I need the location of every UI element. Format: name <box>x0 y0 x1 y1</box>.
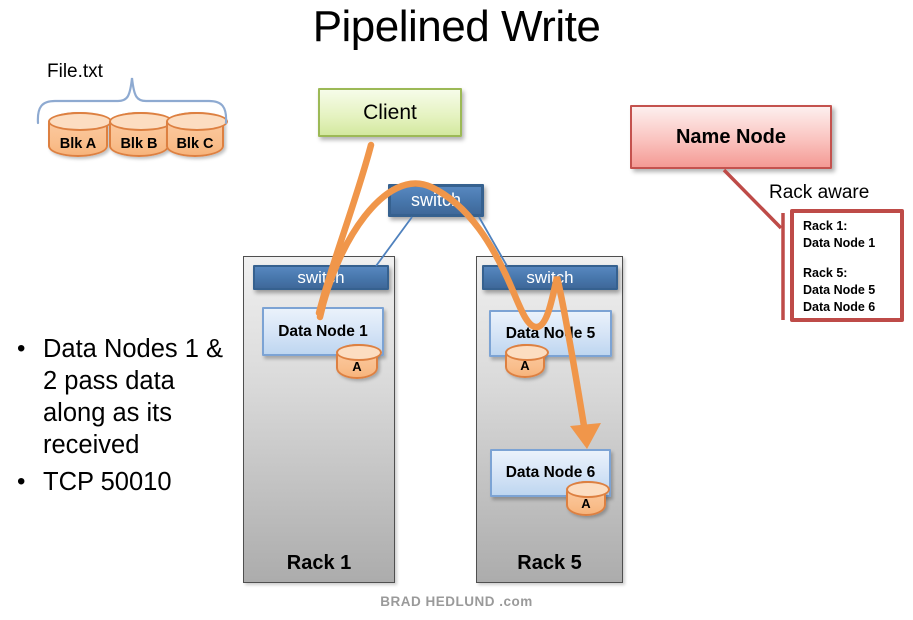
data-node-6-block-cylinder: A <box>566 481 610 516</box>
rack-aware-spacer <box>803 252 896 265</box>
block-c-label: Blk C <box>176 135 214 152</box>
client-label: Client <box>363 100 417 124</box>
rack-aware-line: Data Node 5 <box>803 283 876 297</box>
block-a-label: Blk A <box>59 135 97 152</box>
footer-credit: BRAD HEDLUND .com <box>380 594 533 609</box>
data-node-5-block-cylinder: A <box>505 344 549 378</box>
note-item-pipeline: Data Nodes 1 & 2 pass data along as its … <box>14 333 228 461</box>
rack-5-container: Rack 5 <box>476 256 623 583</box>
file-name-label: File.txt <box>47 61 103 82</box>
data-node-6-block-label: A <box>581 496 591 511</box>
block-a-cylinder: Blk A <box>48 112 112 157</box>
rack-1-switch-label: switch <box>297 267 345 287</box>
notes-list: Data Nodes 1 & 2 pass data along as its … <box>14 333 228 503</box>
rack-1-container: Rack 1 <box>243 256 395 583</box>
block-b-label: Blk B <box>120 135 158 152</box>
rack-1-switch: switch <box>253 265 389 290</box>
note-item-tcp-port: TCP 50010 <box>14 466 228 498</box>
rack-aware-label: Rack aware <box>769 182 870 203</box>
client-box: Client <box>318 88 462 137</box>
data-node-6-label: Data Node 6 <box>505 464 596 481</box>
name-node-box: Name Node <box>630 105 832 169</box>
rack-aware-line: Rack 1: <box>803 219 848 233</box>
rack-5-switch-label: switch <box>526 267 574 287</box>
rack-aware-line: Data Node 1 <box>803 236 876 250</box>
rack-aware-box: Rack 1: Data Node 1 Rack 5: Data Node 5 … <box>790 209 904 322</box>
rack-aware-line: Rack 5: <box>803 266 848 280</box>
core-switch-label: switch <box>410 190 461 210</box>
data-node-1-label: Data Node 1 <box>278 322 368 340</box>
name-node-label: Name Node <box>675 125 787 148</box>
core-switch: switch <box>388 184 484 217</box>
page-title: Pipelined Write <box>312 2 601 51</box>
data-node-1-block-cylinder: A <box>336 344 382 379</box>
data-node-1-block-label: A <box>352 359 362 374</box>
rack-5-label: Rack 5 <box>517 552 582 574</box>
block-b-cylinder: Blk B <box>109 112 173 157</box>
rack-5-switch: switch <box>482 265 618 290</box>
block-c-cylinder: Blk C <box>166 112 228 157</box>
rack-1-label: Rack 1 <box>286 552 352 574</box>
data-node-5-label: Data Node 5 <box>505 324 596 342</box>
data-node-5-block-label: A <box>520 358 530 373</box>
rack-aware-line: Data Node 6 <box>803 300 876 314</box>
